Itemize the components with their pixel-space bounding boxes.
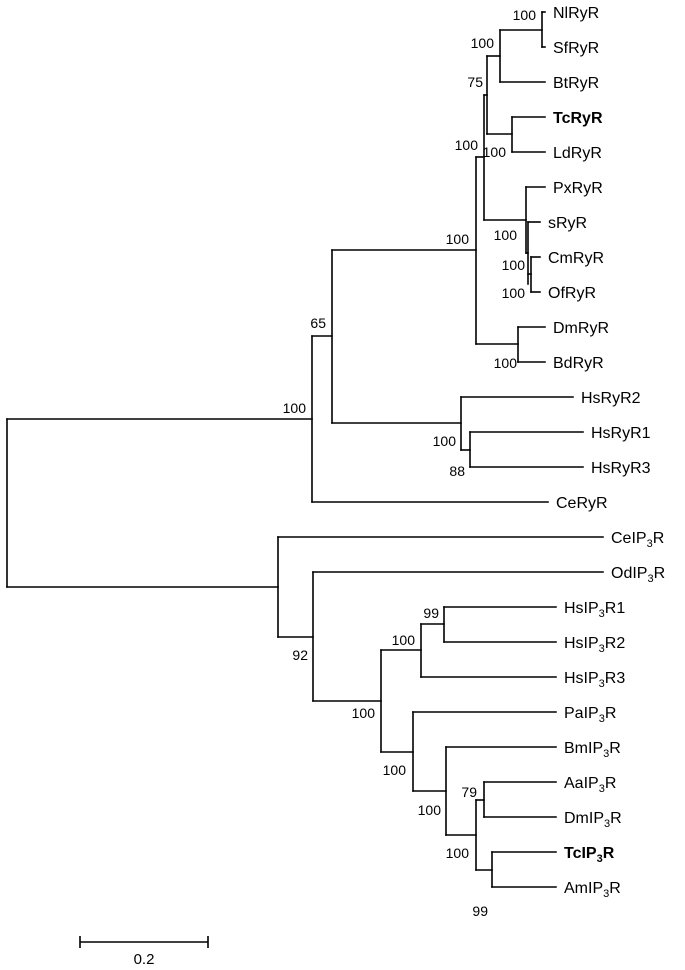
tip-label-hsip3r2: HsIP3R2 [564, 635, 625, 655]
tip-label-hsryr3: HsRyR3 [591, 460, 651, 477]
tip-label-aaip3r: AaIP3R [564, 775, 616, 795]
bootstrap-value: 79 [461, 784, 477, 800]
tip-label-btryr: BtRyR [553, 75, 599, 92]
bootstrap-value: 100 [446, 231, 470, 247]
tip-label-ceryr: CeRyR [556, 495, 608, 512]
tip-label-cmryr: CmRyR [548, 250, 604, 267]
tip-label-bmip3r: BmIP3R [564, 740, 621, 760]
bootstrap-value: 100 [283, 400, 307, 416]
tip-label-hsip3r3: HsIP3R3 [564, 670, 625, 690]
bootstrap-value: 75 [467, 74, 483, 90]
scale-bar: 0.2 [79, 936, 209, 968]
bootstrap-value: 100 [455, 137, 479, 153]
tip-label-hsryr2: HsRyR2 [581, 390, 641, 407]
bootstrap-value: 100 [502, 285, 526, 301]
tip-label-tcip3r: TcIP3R [564, 845, 615, 865]
bootstrap-value: 100 [446, 845, 470, 861]
bootstrap-value: 65 [310, 315, 326, 331]
bootstrap-value: 100 [494, 227, 518, 243]
tree-branches [6, 11, 604, 888]
tip-label-ofryr: OfRyR [548, 285, 596, 302]
bootstrap-value: 100 [352, 705, 376, 721]
bootstrap-value: 92 [292, 647, 308, 663]
bootstrap-value: 100 [494, 355, 518, 371]
tip-label-dmip3r: DmIP3R [564, 810, 622, 830]
bootstrap-value: 100 [418, 802, 442, 818]
tip-label-ldryr: LdRyR [553, 145, 602, 162]
bootstrap-value: 100 [502, 257, 526, 273]
bootstrap-value: 100 [392, 632, 416, 648]
bootstrap-labels: 1001001007510010010010010010088100651009… [283, 7, 537, 919]
bootstrap-value: 99 [472, 903, 488, 919]
tip-label-pxryr: PxRyR [553, 180, 603, 197]
bootstrap-value: 100 [483, 144, 507, 160]
bootstrap-value: 100 [433, 433, 457, 449]
tip-label-tcryr: TcRyR [553, 110, 603, 127]
scale-bar-line [79, 936, 209, 948]
tip-label-hsryr1: HsRyR1 [591, 425, 651, 442]
tip-label-odip3r: OdIP3R [611, 565, 665, 585]
tip-label-dmryr: DmRyR [553, 320, 609, 337]
bootstrap-value: 99 [423, 605, 439, 621]
bootstrap-value: 100 [383, 762, 407, 778]
tip-label-nlryr: NlRyR [553, 5, 599, 22]
bootstrap-value: 100 [471, 35, 495, 51]
tip-label-paip3r: PaIP3R [564, 705, 616, 725]
tip-label-ceip3r: CeIP3R [611, 530, 664, 550]
bootstrap-value: 100 [513, 7, 537, 23]
tip-label-amip3r: AmIP3R [564, 880, 621, 900]
tip-label-bdryr: BdRyR [553, 355, 604, 372]
bootstrap-value: 88 [449, 463, 465, 479]
scale-bar-label: 0.2 [134, 951, 155, 968]
tip-label-hsip3r1: HsIP3R1 [564, 600, 625, 620]
tip-label-sryr: sRyR [548, 215, 587, 232]
tip-labels: NlRyR SfRyR BtRyR TcRyR LdRyR PxRyR sRyR CmRyR O… [548, 5, 665, 900]
tip-label-sfryr: SfRyR [553, 40, 599, 57]
